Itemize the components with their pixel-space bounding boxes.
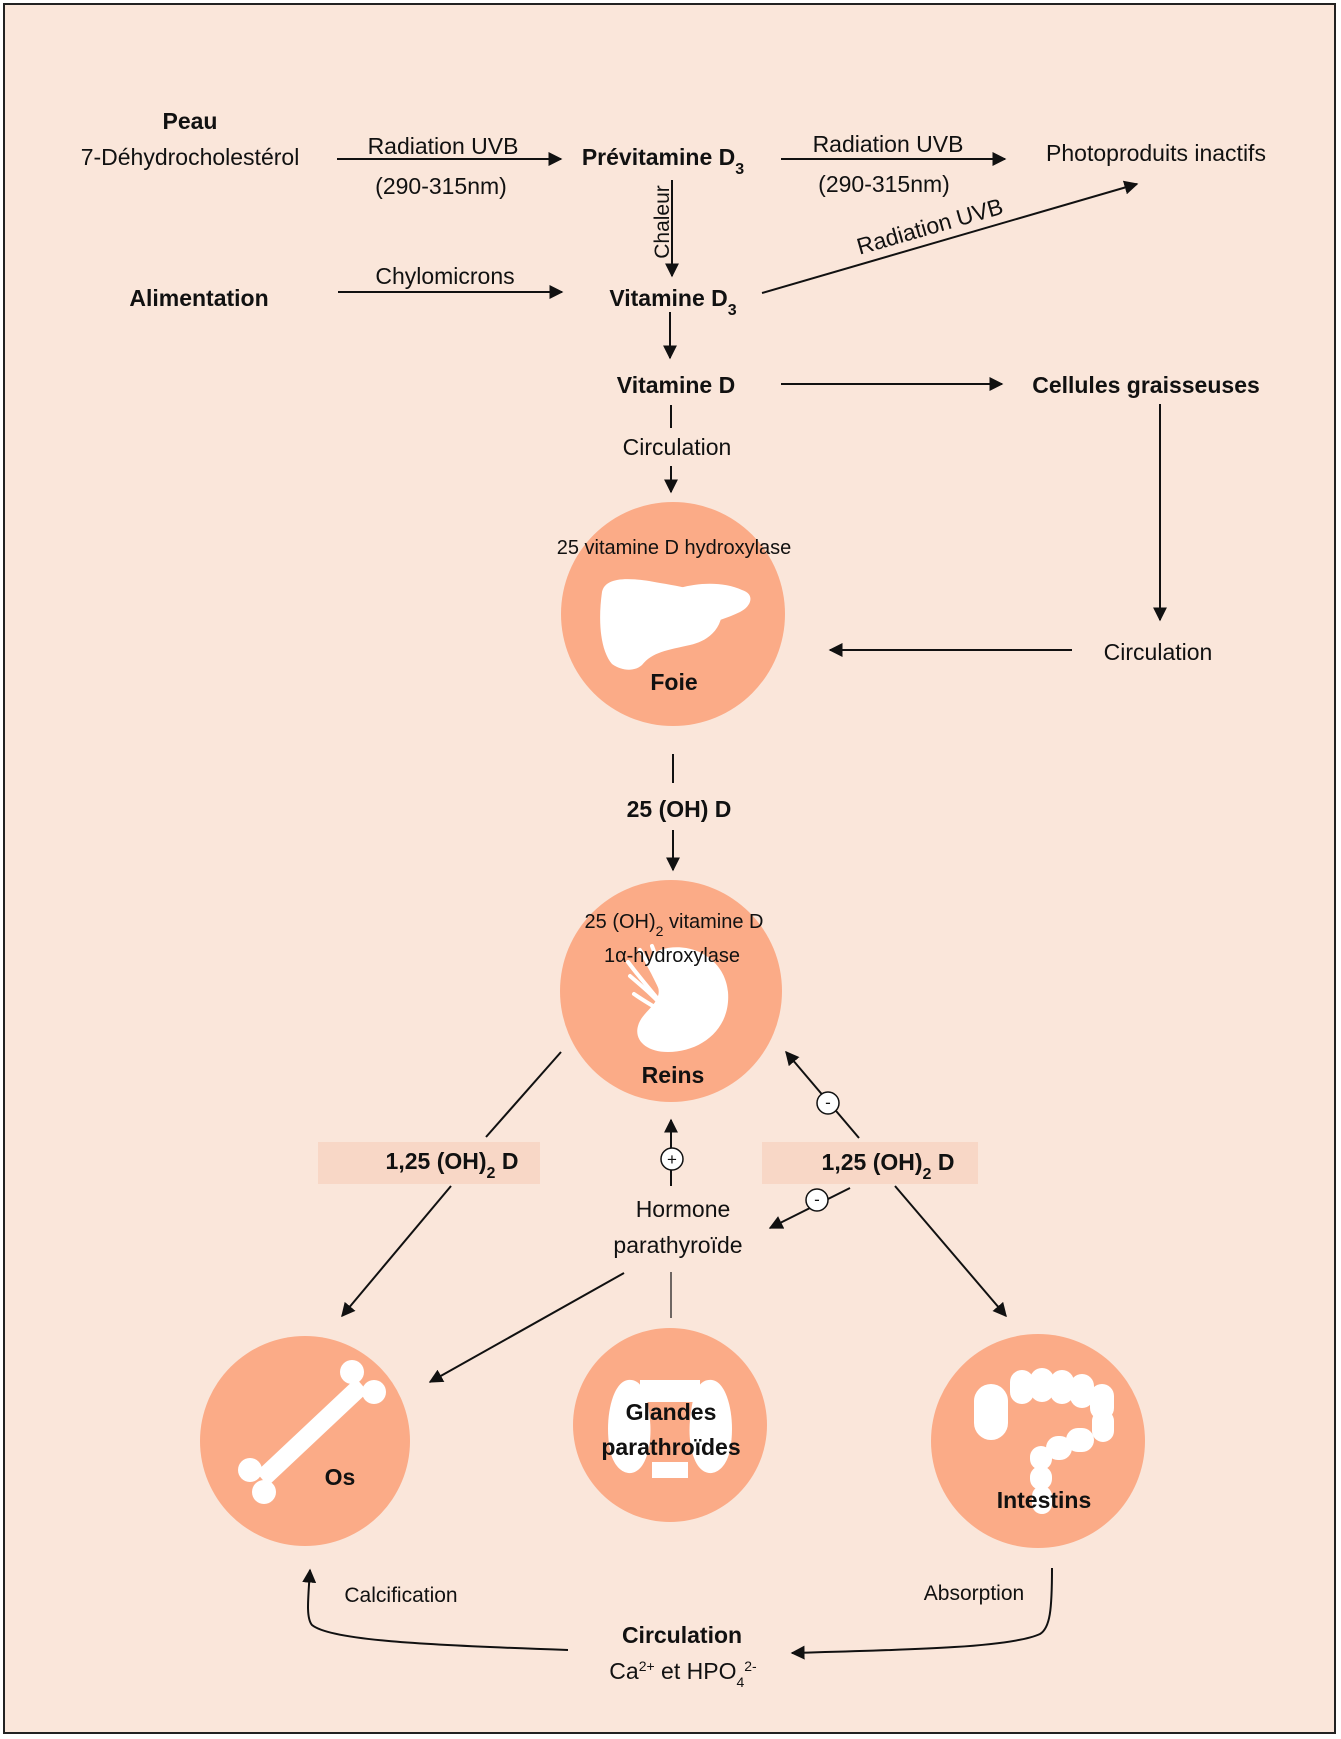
alimentation-label: Alimentation	[129, 285, 268, 311]
intestine-label: Intestins	[997, 1487, 1092, 1513]
dehydrocholesterol-label: 7-Déhydrocholestérol	[81, 144, 300, 170]
label-band-left	[318, 1142, 540, 1184]
liver-label: Foie	[650, 669, 697, 695]
metabolite-25-oh-d: 25 (OH) D	[627, 796, 732, 822]
svg-text:+: +	[667, 1150, 677, 1169]
intestine-circle	[931, 1334, 1145, 1548]
previtamine-label: Prévitamine D3	[582, 144, 744, 178]
uvb-range-2: (290-315nm)	[818, 171, 950, 197]
peau-label: Peau	[163, 108, 218, 134]
minus-sign-pth: -	[805, 1188, 829, 1212]
parathyroid-label-line1: Glandes	[626, 1399, 717, 1425]
minus-sign-kidney: -	[816, 1091, 840, 1115]
cellules-graisseuses-label: Cellules graisseuses	[1032, 372, 1260, 398]
calcitriol-label-left: 1,25 (OH)2 D	[386, 1148, 519, 1182]
uvb-label-3: Radiation UVB	[854, 193, 1006, 260]
kidney-label: Reins	[642, 1062, 705, 1088]
kidney-icon	[626, 944, 729, 1052]
kidney-enzyme-line2: 1α-hydroxylase	[604, 945, 740, 967]
kidney-enzyme-line1: 25 (OH)2 vitamine D	[585, 911, 764, 939]
circulation-label-1: Circulation	[623, 434, 732, 460]
label-band-right	[762, 1142, 978, 1184]
chaleur-label: Chaleur	[651, 185, 674, 259]
svg-text:-: -	[814, 1190, 820, 1209]
vitamine-d-label: Vitamine D	[617, 372, 735, 398]
parathyroid-label-line2: parathroïdes	[601, 1434, 740, 1460]
pth-label-line1: Hormone	[636, 1196, 731, 1222]
uvb-range-1: (290-315nm)	[375, 173, 507, 199]
uvb-label-2: Radiation UVB	[813, 131, 964, 157]
liver-enzyme-label: 25 vitamine D hydroxylase	[557, 537, 792, 559]
photoproduits-label: Photoproduits inactifs	[1046, 140, 1266, 166]
chylomicrons-label: Chylomicrons	[375, 263, 514, 289]
svg-text:-: -	[825, 1093, 831, 1112]
absorption-label: Absorption	[924, 1582, 1024, 1605]
uvb-label-1: Radiation UVB	[368, 133, 519, 159]
plus-sign-kidney: +	[660, 1147, 684, 1171]
ions-label: Ca2+ et HPO42-	[609, 1658, 757, 1690]
intestine-icon	[974, 1368, 1114, 1514]
liver-icon	[600, 579, 751, 670]
circulation-label-2: Circulation	[1104, 639, 1213, 665]
circulation-bottom-label: Circulation	[622, 1622, 742, 1648]
calcitriol-label-right: 1,25 (OH)2 D	[822, 1149, 955, 1183]
parathyroid-circle	[573, 1328, 767, 1522]
pth-label-line2: parathyroïde	[613, 1232, 742, 1258]
parathyroid-icon	[608, 1379, 732, 1478]
calcification-label: Calcification	[344, 1584, 457, 1607]
vitamine-d3-label: Vitamine D3	[609, 285, 736, 319]
bone-label: Os	[325, 1464, 356, 1490]
bone-icon	[238, 1360, 386, 1504]
